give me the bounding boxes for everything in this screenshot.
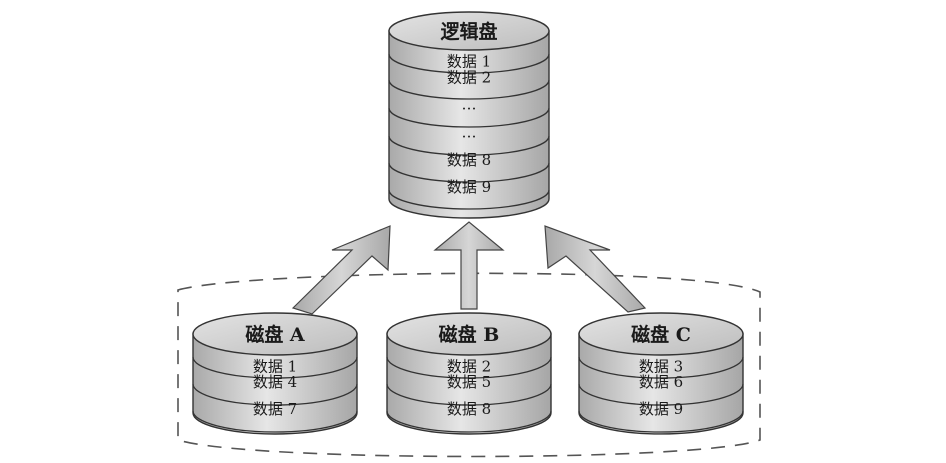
logical-disk-row: … [462,95,477,113]
logical-disk-row: 数据 1 [447,53,491,71]
disk-b-row: 数据 2 [447,358,491,376]
logical-disk-band-divider [388,162,550,183]
disk-b-band-divider [386,356,552,379]
disk-b-row: 数据 8 [447,400,491,418]
disk-b-band-divider [386,410,552,433]
disk-a-row: 数据 4 [253,373,297,391]
disk-c-row: 数据 3 [639,358,683,376]
arrow-disk-a-to-logical [291,225,391,315]
disk-b: 磁盘 B 数据 2数据 5 数据 8 [386,312,552,435]
logical-disk-row: 数据 9 [447,178,491,196]
logical-disk-top [388,11,550,51]
disk-c: 磁盘 C 数据 3数据 6 数据 9 [578,312,744,435]
logical-disk-row: 数据 2 [447,68,491,86]
disk-a-body [192,333,358,435]
disk-a-row: 数据 7 [253,400,297,418]
disk-b-body [386,333,552,435]
logical-disk-row: 数据 8 [447,151,491,169]
disk-a-band-divider [192,383,358,406]
logical-disk-band-divider [388,135,550,156]
disk-c-band-divider [578,410,744,433]
disk-c-top [578,312,744,356]
arrow-disk-c-to-logical [544,225,647,313]
disk-c-row: 数据 9 [639,400,683,418]
logical-disk-body [388,30,550,219]
disk-c-band-divider [578,356,744,379]
disk-c-band-divider [578,383,744,406]
disk-b-top [386,312,552,356]
disk-c-row: 数据 6 [639,373,683,391]
logical-disk-band-divider [388,53,550,74]
disk-a-title: 磁盘 A [245,323,305,346]
disk-a-band-divider [192,410,358,433]
arrow-disk-b-to-logical [433,221,505,310]
disk-c-title: 磁盘 C [631,323,691,346]
disk-b-title: 磁盘 B [439,323,500,346]
logical-disk-title: 逻辑盘 [440,20,497,43]
disk-a-band-divider [192,356,358,379]
disk-a-row: 数据 1 [253,358,297,376]
disk-b-row: 数据 5 [447,373,491,391]
logical-disk-band-divider [388,189,550,210]
disk-a-top [192,312,358,356]
logical-disk-band-divider [388,79,550,100]
logical-disk-band-divider [388,107,550,128]
disk-b-band-divider [386,383,552,406]
disk-c-body [578,333,744,435]
disk-a: 磁盘 A 数据 1数据 4 数据 7 [192,312,358,435]
logical-disk-row: … [462,123,477,141]
